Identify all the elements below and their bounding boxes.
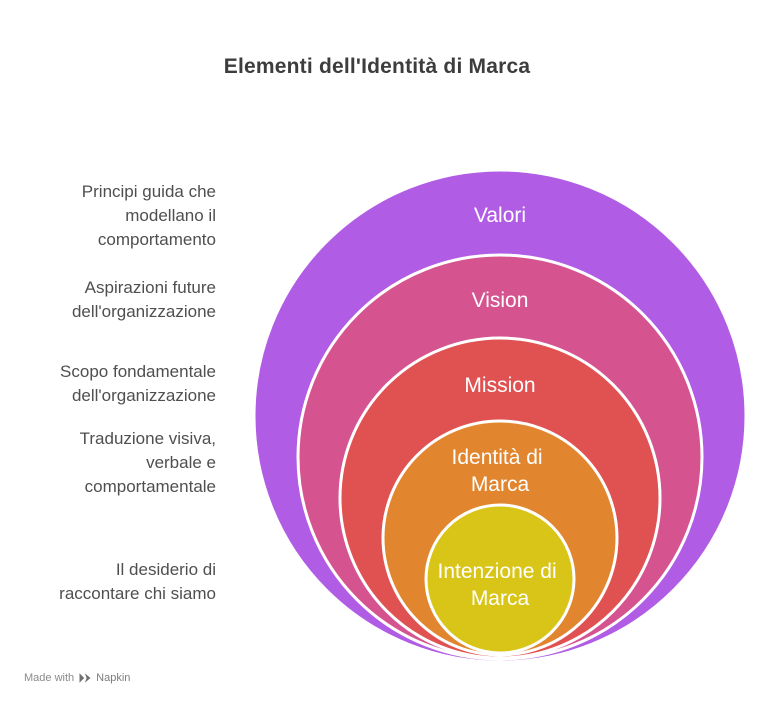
description-intenzione-di-marca: Il desiderio di raccontare chi siamo bbox=[59, 560, 216, 603]
ring-label-vision: Vision bbox=[472, 289, 529, 312]
description-valori: Principi guida che modellano il comporta… bbox=[81, 182, 216, 249]
made-with-label: Made with bbox=[24, 672, 75, 684]
ring-label-line: Intenzione di bbox=[438, 560, 557, 583]
ring-label-line: Marca bbox=[471, 473, 530, 496]
page-title: Elementi dell'Identità di Marca bbox=[223, 55, 531, 78]
ring-label-identita-di-marca: Identità di Marca bbox=[452, 446, 549, 496]
description-identita-di-marca: Traduzione visiva, verbale e comportamen… bbox=[79, 429, 216, 496]
made-with-napkin-attribution: Made with Napkin bbox=[24, 672, 130, 684]
napkin-logo-icon bbox=[79, 673, 91, 683]
ring-label-line: Marca bbox=[471, 587, 530, 610]
ring-label-line: Identità di bbox=[452, 446, 543, 469]
napkin-brand-label: Napkin bbox=[96, 672, 131, 684]
ring-label-mission: Mission bbox=[464, 374, 535, 397]
circle-intenzione-di-marca bbox=[424, 503, 576, 655]
description-mission: Scopo fondamentale dell'organizzazione bbox=[60, 362, 216, 405]
ring-label-valori: Valori bbox=[474, 204, 526, 227]
ring-label-intenzione-di-marca: Intenzione di Marca bbox=[438, 560, 563, 610]
description-vision: Aspirazioni future dell'organizzazione bbox=[71, 278, 216, 321]
